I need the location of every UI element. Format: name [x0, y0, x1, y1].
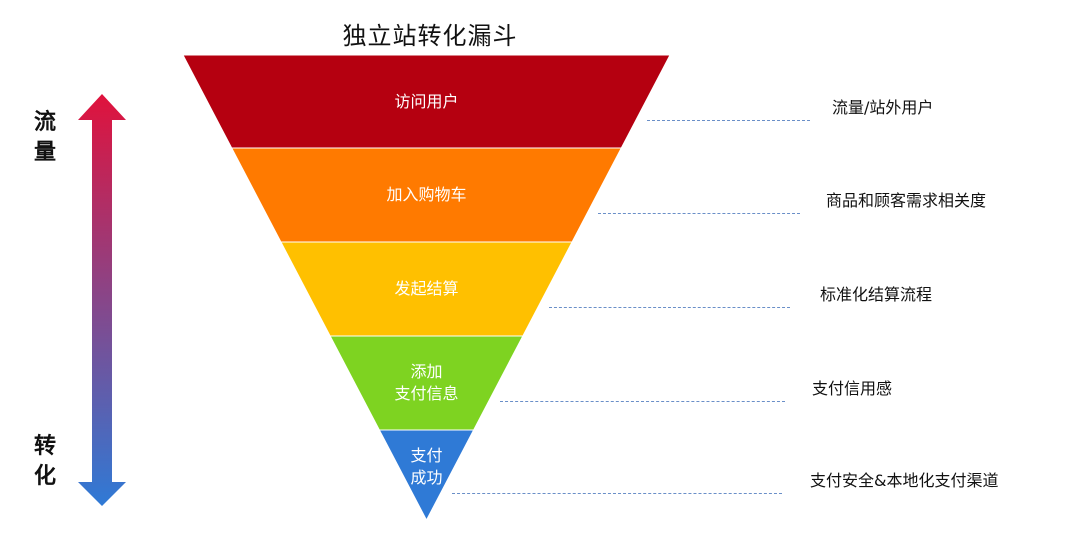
stage-label-line: 支付信息: [394, 384, 459, 403]
stage-label-line: 访问用户: [394, 91, 459, 111]
axis-bottom-label: 转 化: [33, 434, 56, 489]
funnel-stage-label: 添加支付信息: [347, 361, 507, 405]
stage-factor-text: 支付信用感: [812, 379, 893, 398]
leader-line: [499, 401, 785, 402]
stage-label-line: 支付: [410, 446, 443, 465]
stage-factor-text: 支付安全&本地化支付渠道: [810, 471, 999, 490]
diagram-title: 独立站转化漏斗: [342, 22, 518, 50]
stage-factor-text: 标准化结算流程: [820, 285, 933, 304]
funnel-stage-5: [378, 429, 475, 522]
leader-line: [598, 213, 800, 214]
stage-label-line: 加入购物车: [386, 185, 467, 204]
funnel-stage-label: 加入购物车: [347, 184, 507, 206]
funnel-stage-label: 访问用户: [347, 91, 507, 113]
funnel-stage-label: 发起结算: [347, 278, 507, 300]
stage-label-line: 成功: [410, 468, 443, 487]
stage-factor-text: 商品和顾客需求相关度: [826, 191, 987, 210]
double-arrow-icon: [78, 94, 126, 506]
stage-label-line: 添加: [410, 362, 443, 381]
leader-line: [647, 119, 810, 121]
leader-line: [451, 493, 782, 494]
funnel-stage-label: 支付成功: [347, 445, 507, 489]
axis-top-label: 流 量: [33, 110, 56, 165]
stage-factor-text: 流量/站外用户: [832, 97, 934, 117]
stage-label-line: 发起结算: [394, 279, 459, 298]
leader-line: [549, 307, 790, 308]
